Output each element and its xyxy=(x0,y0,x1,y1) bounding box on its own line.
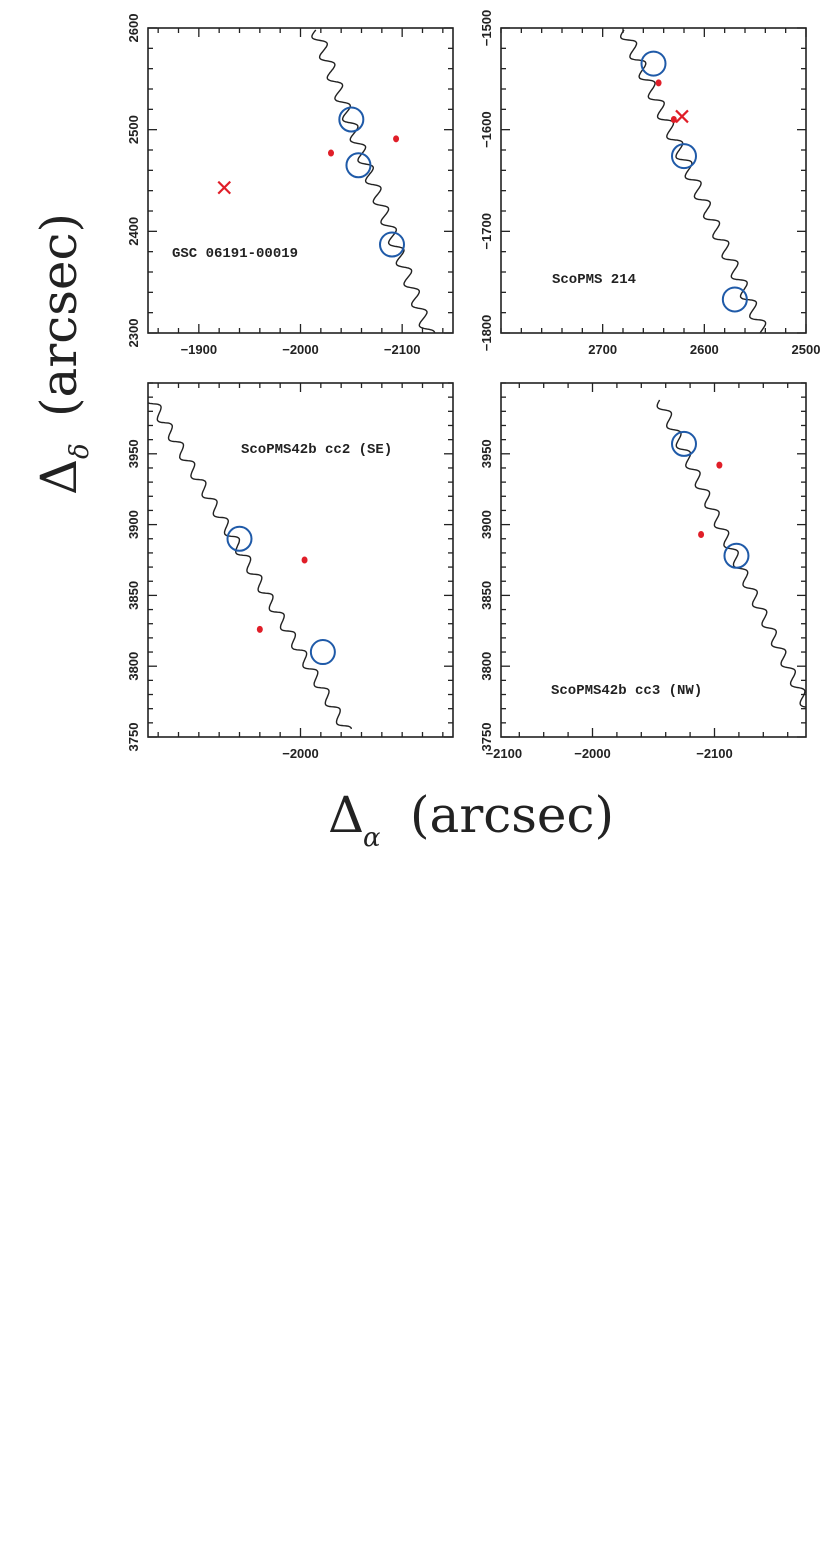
red-dot xyxy=(698,531,705,539)
x-axis-unit: (arcsec) xyxy=(410,786,614,844)
x-tick-label: −2100 xyxy=(486,746,523,761)
x-tick-label: −2100 xyxy=(696,746,733,761)
red-dot xyxy=(328,149,334,157)
detection-circle xyxy=(226,525,253,552)
y-tick-label: 3900 xyxy=(126,510,141,539)
x-axis-symbol: Δ xyxy=(328,786,364,844)
panel-label: ScoPMS 214 xyxy=(552,272,636,288)
panel-label: GSC 06191-00019 xyxy=(172,246,298,262)
y-axis-title: Δ δ (arcsec) xyxy=(30,213,95,495)
panel-frame xyxy=(147,382,454,738)
detection-circle xyxy=(338,106,365,133)
orbit-track xyxy=(311,29,436,333)
y-tick-label: −1800 xyxy=(479,315,494,352)
red-dot xyxy=(393,135,400,143)
y-tick-label: 2600 xyxy=(126,14,141,43)
y-tick-label: 3850 xyxy=(126,581,141,610)
y-tick-label: 3750 xyxy=(479,723,494,752)
red-cross xyxy=(217,180,232,195)
y-tick-label: 3750 xyxy=(126,723,141,752)
orbit-track xyxy=(620,29,767,333)
x-tick-label: 2500 xyxy=(792,342,821,357)
x-tick-label: −1900 xyxy=(181,342,218,357)
red-dot xyxy=(716,461,723,469)
panel-frame xyxy=(147,27,454,334)
detection-circle xyxy=(723,542,750,569)
y-tick-label: 2300 xyxy=(126,319,141,348)
red-cross xyxy=(675,109,689,124)
x-tick-label: −2000 xyxy=(282,342,319,357)
chart-panel-4: −2000−210037503800385039003950ScoPMS42b … xyxy=(479,382,807,761)
x-tick-label: −2000 xyxy=(574,746,611,761)
y-axis-unit: (arcsec) xyxy=(30,213,88,417)
x-tick-label: 2700 xyxy=(588,342,617,357)
y-axis-symbol: Δ xyxy=(30,459,88,495)
red-dot xyxy=(655,79,662,87)
y-tick-label: −1500 xyxy=(479,10,494,47)
x-axis-title: Δ α (arcsec) xyxy=(328,786,614,853)
y-tick-label: 2500 xyxy=(126,115,141,144)
detection-circle xyxy=(640,50,667,77)
y-tick-label: 3950 xyxy=(479,439,494,468)
x-tick-label: 2600 xyxy=(690,342,719,357)
y-tick-label: −1600 xyxy=(479,111,494,148)
detection-circle xyxy=(309,639,336,666)
detection-circle xyxy=(671,430,697,457)
panel-label: ScoPMS42b cc3 (NW) xyxy=(551,683,702,699)
detection-circle xyxy=(379,231,405,258)
orbit-track xyxy=(656,399,806,708)
y-tick-label: 3800 xyxy=(479,652,494,681)
detection-circle xyxy=(721,286,748,313)
x-tick-label: −2100 xyxy=(384,342,421,357)
panel-frame xyxy=(500,382,807,738)
red-dot xyxy=(301,556,308,564)
y-tick-label: 3850 xyxy=(479,581,494,610)
orbit-track xyxy=(148,394,353,730)
x-tick-label: −2000 xyxy=(282,746,319,761)
panel-frame xyxy=(500,27,807,334)
y-tick-label: 3800 xyxy=(126,652,141,681)
y-tick-label: −1700 xyxy=(479,213,494,250)
x-axis-subscript: α xyxy=(363,823,381,853)
y-axis-subscript: δ xyxy=(65,443,95,459)
panel-label: ScoPMS42b cc2 (SE) xyxy=(241,442,392,458)
detection-circle xyxy=(671,143,697,170)
y-tick-label: 3950 xyxy=(126,439,141,468)
y-tick-label: 3900 xyxy=(479,510,494,539)
red-dot xyxy=(670,116,677,123)
y-tick-label: 2400 xyxy=(126,217,141,246)
red-dot xyxy=(256,625,263,633)
detection-circle xyxy=(345,152,372,179)
